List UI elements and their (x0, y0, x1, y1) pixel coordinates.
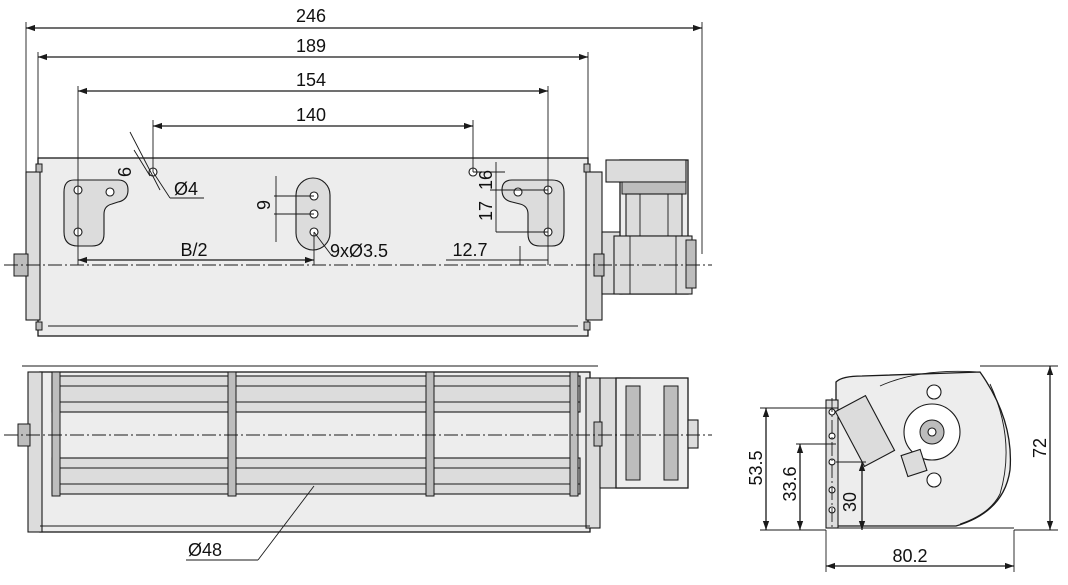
dim-vertical-offset-b: 17 (476, 201, 496, 221)
dim-small-offset: 6 (115, 167, 135, 177)
dim-width: 80.2 (892, 546, 927, 566)
top-view: 246 189 154 140 6 Ø4 9 9xØ3.5 B/2 12.7 (4, 6, 712, 337)
dim-overall-length: 246 (296, 6, 326, 26)
top-motor (593, 159, 697, 295)
dim-mount-hole-diameter: Ø4 (174, 179, 198, 199)
dim-vertical-offset-a: 16 (476, 170, 496, 190)
front-rotor (51, 371, 581, 497)
dim-mount-hole-spacing: 154 (296, 70, 326, 90)
top-left-end-plate (25, 171, 41, 321)
top-left-bracket (63, 167, 158, 247)
dim-rotor-diameter: Ø48 (188, 540, 222, 560)
dim-slot-pitch: 9 (254, 200, 274, 210)
dim-housing-length: 189 (296, 36, 326, 56)
top-right-end-plate (585, 171, 603, 321)
dim-height-b: 33.6 (780, 466, 800, 501)
mount-hole (513, 187, 523, 197)
front-view: Ø48 (4, 365, 712, 561)
dim-edge-offset: 12.7 (452, 240, 487, 260)
dim-slot-holes: 9xØ3.5 (330, 241, 388, 261)
dim-height-a: 53.5 (746, 450, 766, 485)
side-view: 53.5 33.6 30 72 80.2 (746, 365, 1058, 572)
front-motor (593, 377, 699, 489)
mount-hole (105, 187, 115, 197)
dim-height-total: 72 (1030, 438, 1050, 458)
dim-half-length: B/2 (180, 240, 207, 260)
dim-height-c: 30 (840, 492, 860, 512)
dim-inner-hole-spacing: 140 (296, 105, 326, 125)
